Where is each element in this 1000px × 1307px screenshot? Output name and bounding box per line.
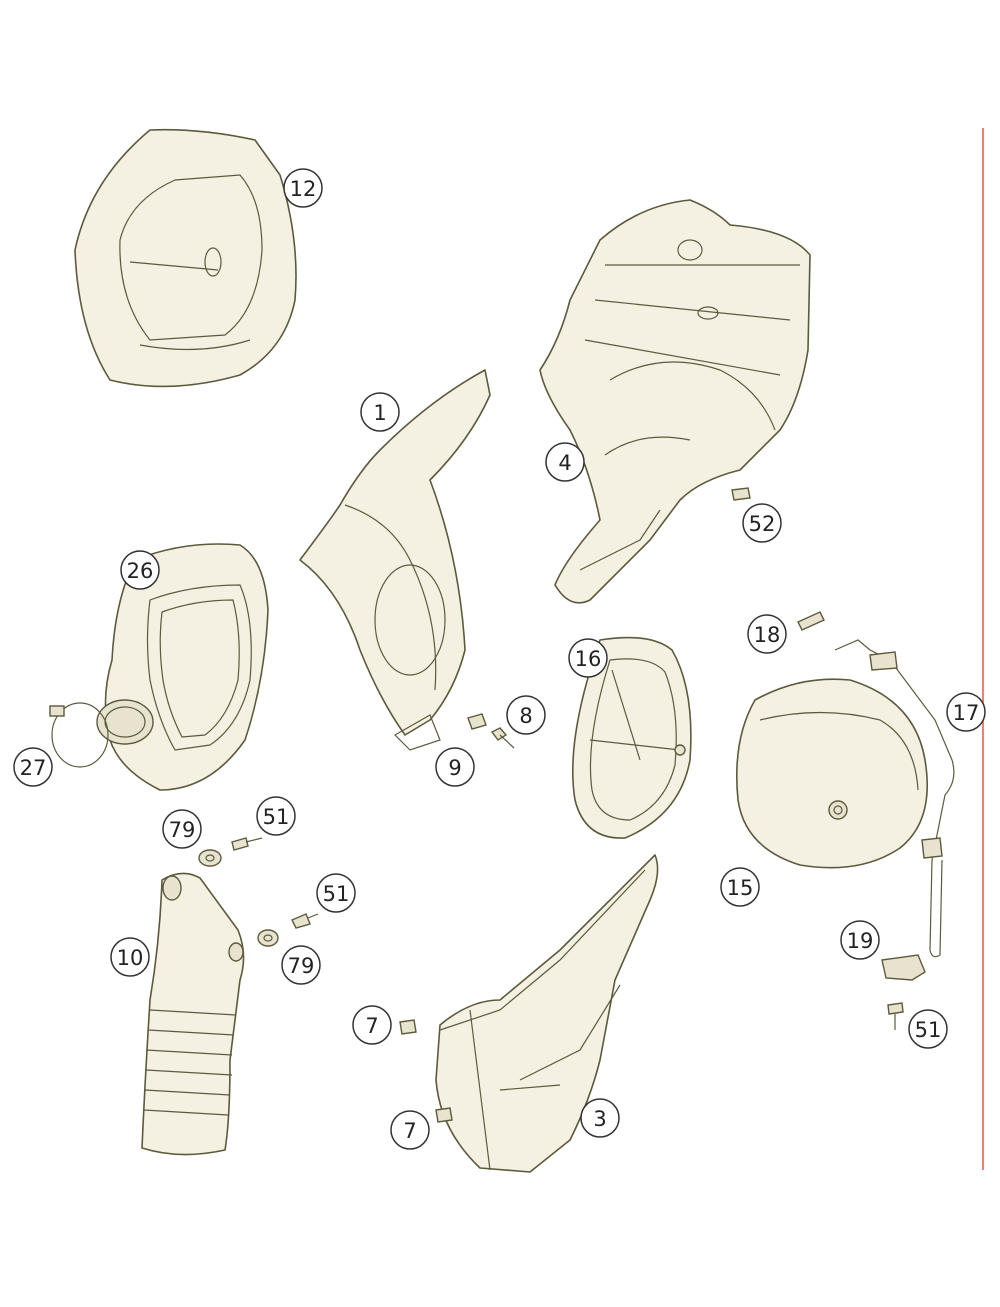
part-pin xyxy=(797,611,825,631)
svg-text:4: 4 xyxy=(558,451,571,475)
part-screws-7 xyxy=(399,1019,453,1123)
callout-51-middle: 51 xyxy=(316,873,356,913)
callout-52: 52 xyxy=(742,503,782,543)
svg-text:17: 17 xyxy=(953,701,980,725)
callout-7-top: 7 xyxy=(352,1005,392,1045)
callout-7-bottom: 7 xyxy=(390,1110,430,1150)
svg-text:7: 7 xyxy=(403,1119,416,1143)
callout-79-top: 79 xyxy=(162,809,202,849)
callout-17: 17 xyxy=(946,692,986,732)
callout-3: 3 xyxy=(580,1098,620,1138)
svg-text:8: 8 xyxy=(519,704,532,728)
svg-text:51: 51 xyxy=(263,805,290,829)
part-filter-cover xyxy=(74,128,297,388)
part-side-cover-right xyxy=(435,854,659,1173)
callout-10: 10 xyxy=(110,937,150,977)
part-retaining-wire xyxy=(834,639,955,958)
svg-text:51: 51 xyxy=(323,882,350,906)
callouts: 12 1 4 52 26 27 8 9 xyxy=(13,168,986,1150)
callout-8: 8 xyxy=(506,695,546,735)
callout-15: 15 xyxy=(720,867,760,907)
callout-79-bottom: 79 xyxy=(281,945,321,985)
callout-51-right: 51 xyxy=(908,1009,948,1049)
svg-text:12: 12 xyxy=(290,177,317,201)
part-washers-screws xyxy=(198,837,904,1030)
part-hose-clamp xyxy=(49,702,109,768)
svg-text:7: 7 xyxy=(365,1014,378,1038)
callout-9: 9 xyxy=(435,747,475,787)
svg-text:19: 19 xyxy=(847,929,874,953)
callout-18: 18 xyxy=(747,614,787,654)
svg-text:16: 16 xyxy=(575,647,602,671)
svg-text:18: 18 xyxy=(754,623,781,647)
svg-text:52: 52 xyxy=(749,512,776,536)
part-intake-boot xyxy=(96,543,269,791)
part-holder xyxy=(881,954,926,981)
svg-text:3: 3 xyxy=(593,1107,606,1131)
callout-1: 1 xyxy=(360,392,400,432)
part-clip-and-screw xyxy=(467,713,515,749)
callout-4: 4 xyxy=(545,442,585,482)
svg-text:9: 9 xyxy=(448,756,461,780)
callout-27: 27 xyxy=(13,747,53,787)
part-screw-52 xyxy=(731,487,751,501)
svg-text:15: 15 xyxy=(727,876,754,900)
part-intake-duct xyxy=(141,872,245,1156)
svg-text:27: 27 xyxy=(20,756,47,780)
part-air-filter xyxy=(735,678,928,869)
callout-19: 19 xyxy=(840,920,880,960)
svg-text:1: 1 xyxy=(373,401,386,425)
callout-26: 26 xyxy=(120,550,160,590)
svg-text:79: 79 xyxy=(288,954,315,978)
callout-16: 16 xyxy=(568,638,608,678)
svg-text:79: 79 xyxy=(169,818,196,842)
part-airbox xyxy=(539,199,811,604)
svg-text:26: 26 xyxy=(127,559,154,583)
part-filter-cage xyxy=(571,636,692,839)
part-side-panel-left xyxy=(299,369,491,751)
svg-text:51: 51 xyxy=(915,1018,942,1042)
svg-text:10: 10 xyxy=(117,946,144,970)
callout-51-top: 51 xyxy=(256,796,296,836)
callout-12: 12 xyxy=(283,168,323,208)
